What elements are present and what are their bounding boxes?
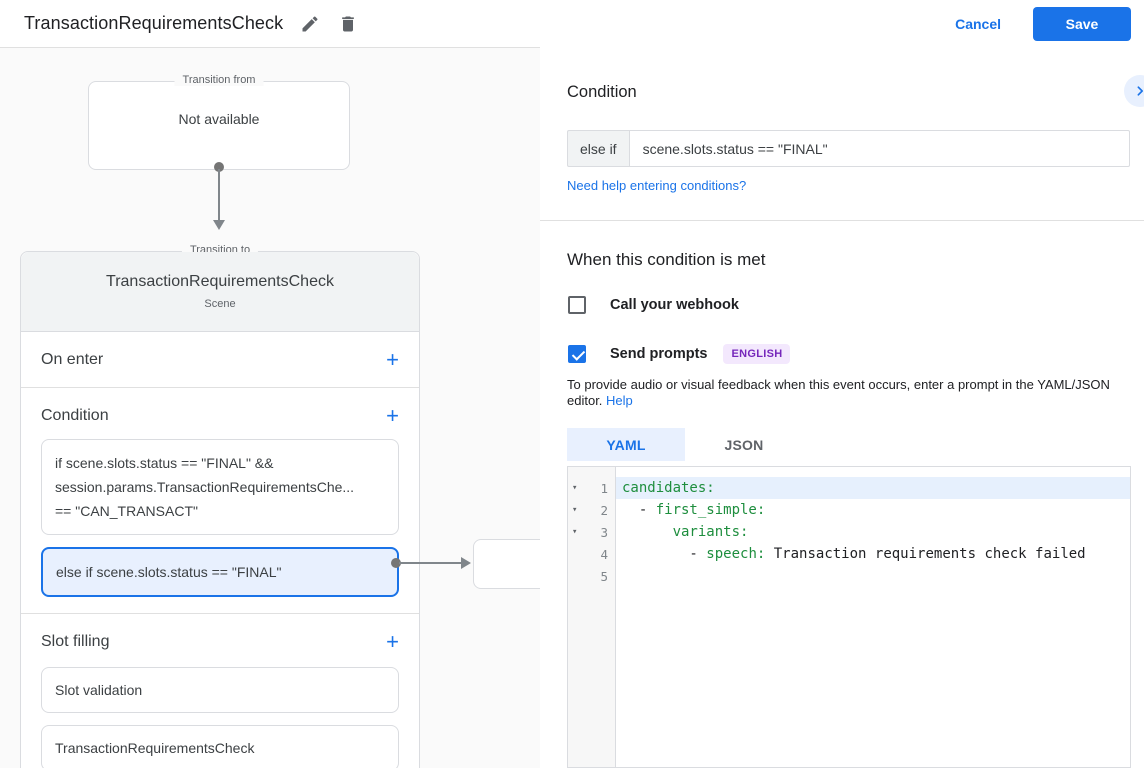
yaml-editor: ▾ 1 ▾ 2 ▾ 3 4 5 candidates: - first_simple:… <box>567 466 1131 768</box>
condition-item-1[interactable]: if scene.slots.status == "FINAL" && sess… <box>41 439 399 535</box>
on-enter-label: On enter <box>41 350 104 368</box>
transition-from-box: Transition from Not available <box>88 74 350 170</box>
scene-card: Transition to TransactionRequirementsChe… <box>20 244 420 768</box>
scene-card-subtitle: Scene <box>204 298 236 310</box>
scene-card-header[interactable]: TransactionRequirementsCheck Scene <box>21 252 419 332</box>
chevron-right-icon <box>1130 81 1144 101</box>
flow-canvas: Transition from Not available Transition… <box>0 47 540 768</box>
editor-tabs: YAML JSON <box>567 428 803 461</box>
webhook-checkbox[interactable] <box>568 296 586 314</box>
fold-icon[interactable]: ▾ <box>572 504 578 515</box>
delete-scene-button[interactable] <box>331 7 365 41</box>
webhook-label: Call your webhook <box>610 297 739 313</box>
code-line: candidates: <box>616 477 1130 499</box>
add-condition-icon[interactable]: + <box>386 403 399 428</box>
condition-expression-row: else if <box>567 130 1130 167</box>
fold-icon[interactable]: ▾ <box>572 482 578 493</box>
code-line: variants: <box>672 524 749 540</box>
line-number: 4 <box>600 546 608 562</box>
on-enter-section: On enter + <box>21 332 419 388</box>
editor-code-area[interactable]: candidates: - first_simple: variants: - … <box>616 467 1130 767</box>
webhook-row: Call your webhook <box>568 296 739 314</box>
condition-prefix: else if <box>567 130 629 167</box>
line-number: 2 <box>600 502 608 518</box>
transition-from-content: Not available <box>178 110 260 127</box>
fold-icon[interactable]: ▾ <box>572 526 578 537</box>
panel-title: Condition <box>567 83 637 101</box>
collapse-panel-button[interactable] <box>1124 75 1144 107</box>
slot-filling-label: Slot filling <box>41 633 110 650</box>
tab-json[interactable]: JSON <box>685 428 803 461</box>
line-number: 3 <box>600 524 608 540</box>
code-line: - first_simple: <box>622 502 766 518</box>
slot-filling-section: Slot filling + Slot validation Transacti… <box>21 614 419 768</box>
send-prompts-label: Send prompts <box>610 346 708 362</box>
prompt-description: To provide audio or visual feedback when… <box>567 377 1110 408</box>
condition-section: Condition + if scene.slots.status == "FI… <box>21 388 419 614</box>
condition-item-2-selected[interactable]: else if scene.slots.status == "FINAL" <box>41 547 399 597</box>
connector-line <box>218 169 220 221</box>
panel-divider <box>540 220 1144 221</box>
add-on-enter-icon[interactable]: + <box>386 346 399 372</box>
branch-connector-arrow-right-icon <box>461 557 471 569</box>
condition-section-label: Condition <box>41 407 109 424</box>
top-bar: TransactionRequirementsCheck Cancel Save <box>0 0 1144 47</box>
condition-expression-input[interactable] <box>628 130 1130 167</box>
line-number: 1 <box>600 480 608 496</box>
condition-panel: Condition else if Need help entering con… <box>540 47 1144 768</box>
cancel-button[interactable]: Cancel <box>943 8 1013 40</box>
transition-target-box[interactable] <box>473 539 540 589</box>
tab-yaml[interactable]: YAML <box>567 428 685 461</box>
scene-card-title: TransactionRequirementsCheck <box>106 273 334 290</box>
branch-connector-dot <box>391 558 401 568</box>
pencil-icon <box>300 14 320 34</box>
trash-icon <box>338 14 358 34</box>
slot-transaction-item[interactable]: TransactionRequirementsCheck <box>41 725 399 768</box>
conditions-help-link[interactable]: Need help entering conditions? <box>567 178 747 193</box>
slot-validation-item[interactable]: Slot validation <box>41 667 399 713</box>
send-prompts-checkbox[interactable] <box>568 345 586 363</box>
transition-from-legend: Transition from <box>174 74 264 86</box>
branch-connector-line <box>399 562 463 564</box>
line-number: 5 <box>600 568 608 584</box>
add-slot-icon[interactable]: + <box>386 629 399 654</box>
connector-dot <box>214 162 224 172</box>
code-line <box>616 565 1130 587</box>
prompt-help-link[interactable]: Help <box>606 393 633 408</box>
editor-gutter: ▾ 1 ▾ 2 ▾ 3 4 5 <box>568 467 616 767</box>
save-button[interactable]: Save <box>1033 6 1131 41</box>
connector-arrow-down-icon <box>213 220 225 230</box>
language-badge: ENGLISH <box>723 344 791 364</box>
page-title: TransactionRequirementsCheck <box>24 13 284 33</box>
send-prompts-row: Send prompts ENGLISH <box>568 344 791 364</box>
edit-title-button[interactable] <box>293 7 327 41</box>
condition-met-title: When this condition is met <box>567 250 766 269</box>
code-line: - speech: Transaction requirements check… <box>622 546 1086 562</box>
